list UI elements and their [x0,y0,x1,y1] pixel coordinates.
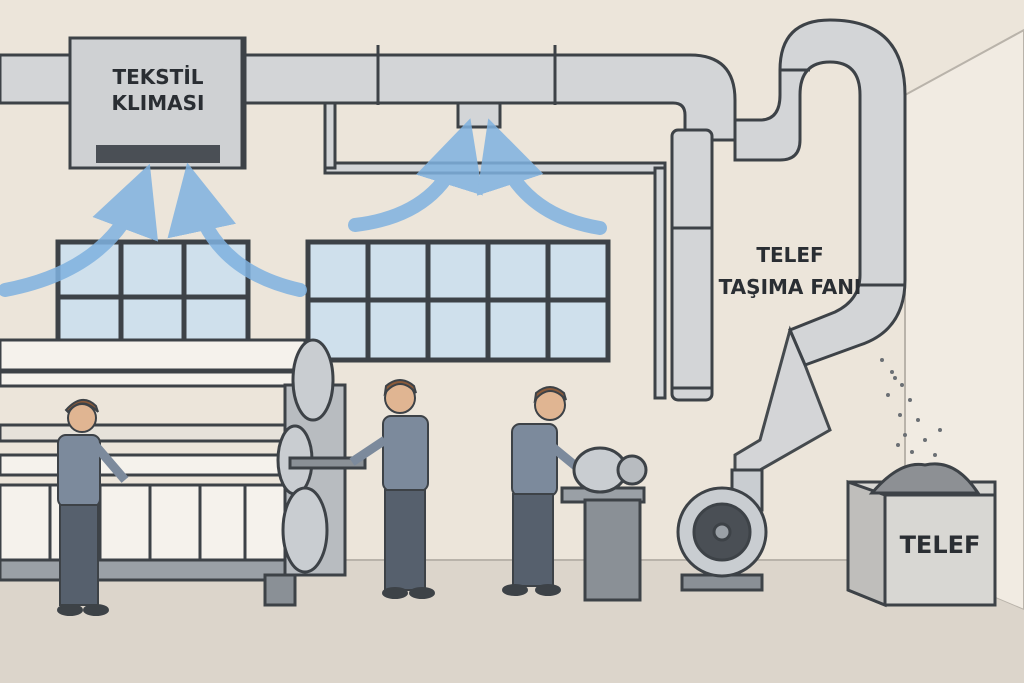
fan-label-line1: TELEF [756,243,823,267]
falling-waste-particles [880,358,942,467]
fan-label-line2: TAŞIMA FANI [719,275,862,299]
window-left [55,239,251,345]
supply-pipe-horizontal [323,161,667,175]
airflow-arrow-icon [476,118,607,235]
main-duct-left [0,53,82,105]
vertical-duct [670,128,714,402]
ceiling-diffuser [456,101,502,129]
waste-bin-label: TELEF [900,531,981,559]
carding-machine [560,446,648,602]
worker-man-center [349,379,435,599]
ductwork [0,18,907,483]
waste-pile [868,462,981,495]
fan-inlet-duct [733,325,832,483]
airflow-arrow-icon [348,118,483,232]
supply-pipe-left [323,101,337,170]
centrifugal-fan-icon [676,468,768,592]
supply-pipe-drop [653,166,667,400]
window-right [305,239,611,363]
waste-bin: TELEF [846,462,997,608]
floor [0,560,1024,683]
ac-unit-label-line2: KLIMASI [112,91,205,115]
fan-outlet-duct [733,18,907,367]
loom-roller-bottom [281,486,329,574]
worker-man-right [502,386,581,596]
duct-hangers [376,45,557,105]
airflow-arrows [0,118,607,297]
textile-ac-unit: TEKSTİL KLIMASI [68,36,247,170]
ac-unit-label-line1: TEKSTİL [112,65,203,89]
loom-roller-top [291,338,335,422]
airflow-arrow-icon [0,163,158,297]
textile-loom [0,338,367,607]
airflow-arrow-icon [167,162,307,297]
windows [55,239,611,363]
worker-woman [57,399,129,616]
ac-vent [96,145,220,163]
